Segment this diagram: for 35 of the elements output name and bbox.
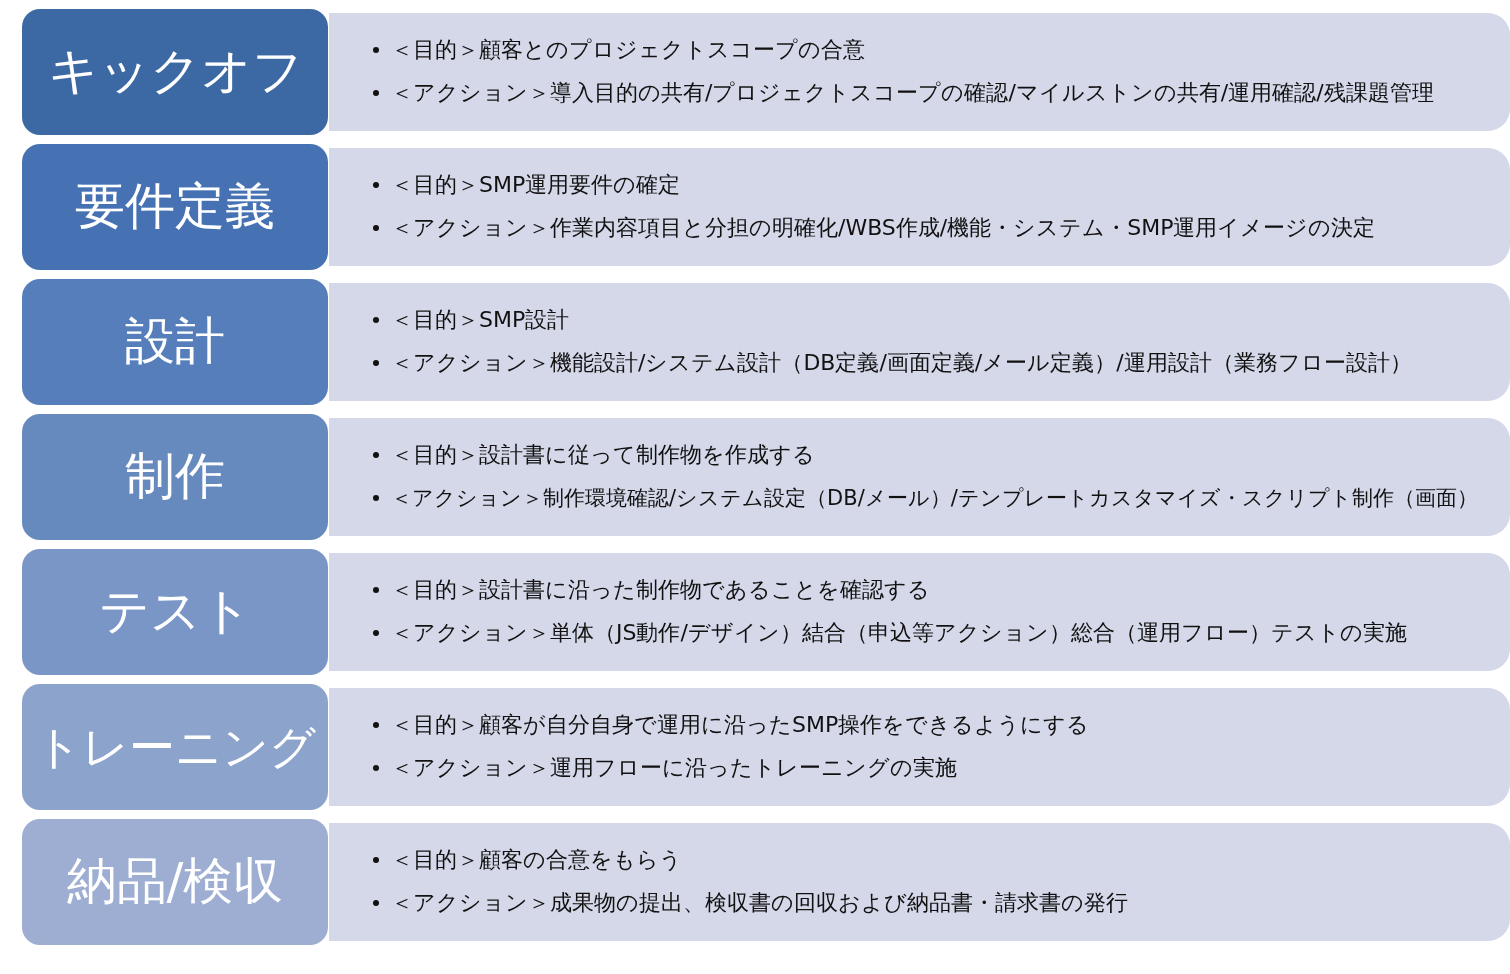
phase-box [22,819,328,945]
phase-box [22,684,328,810]
description-text: ＜アクション＞成果物の提出、検収書の回収および納品書・請求書の発行 [391,889,1128,917]
description-text: ＜アクション＞運用フローに沿ったトレーニングの実施 [391,754,957,782]
phase-box [22,144,328,270]
phase-box [22,549,328,675]
description-text: ＜アクション＞機能設計/システム設計（DB定義/画面定義/メール定義）/運用設計（業務フロー設計） [391,349,1412,377]
description-text: ＜目的＞SMP運用要件の確定 [391,171,681,199]
description-text: ＜目的＞顧客が自分自身で運用に沿ったSMP操作をできるようにする [391,711,1090,739]
description-panel [329,688,1510,806]
description-text: ＜アクション＞導入目的の共有/プロジェクトスコープの確認/マイルストンの共有/運用確認/残課題管理 [391,79,1434,107]
phase-box [22,414,328,540]
description-text: ＜目的＞顧客の合意をもらう [391,846,682,874]
description-panel [329,823,1510,941]
description-panel [329,13,1510,131]
description-panel [329,283,1510,401]
description-panel [329,553,1510,671]
description-text: ＜目的＞設計書に従って制作物を作成する [391,441,815,469]
description-text: ＜アクション＞制作環境確認/システム設定（DB/メール）/テンプレートカスタマイズ・スクリプト制作（画面） [391,485,1478,512]
description-text: ＜アクション＞作業内容項目と分担の明確化/WBS作成/機能・システム・SMP運用イメージの決定 [391,214,1376,242]
phase-title: 制作 [125,448,225,506]
description-text: ＜目的＞設計書に沿った制作物であることを確認する [391,576,930,604]
phase-title: 設計 [125,313,225,371]
phase-title: 要件定義 [75,178,275,236]
description-text: ＜アクション＞単体（JS動作/デザイン）結合（申込等アクション）総合（運用フロー）テストの実施 [391,619,1407,647]
phase-title: テスト [98,583,252,641]
phase-title: トレーニング [34,720,316,774]
description-panel [329,418,1510,536]
phase-box [22,279,328,405]
phase-title: キックオフ [47,43,303,101]
description-text: ＜目的＞SMP設計 [391,306,570,334]
phase-title: 納品/検収 [66,853,284,911]
description-text: ＜目的＞顧客とのプロジェクトスコープの合意 [391,36,865,64]
description-panel [329,148,1510,266]
phase-box [22,9,328,135]
